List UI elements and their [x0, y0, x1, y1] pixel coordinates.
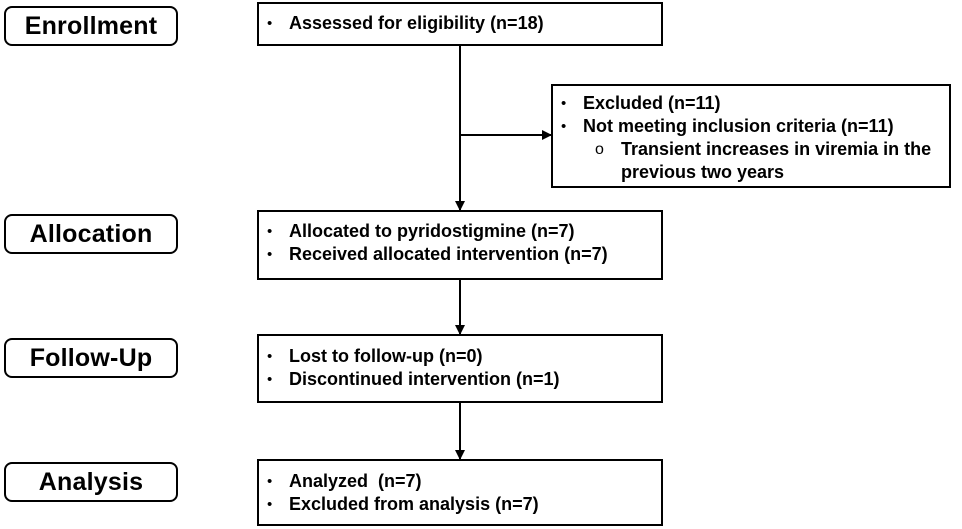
excluded-box: Excluded (n=11) Not meeting inclusion cr…	[551, 84, 951, 188]
allocation-box: Allocated to pyridostigmine (n=7) Receiv…	[257, 210, 663, 280]
excluded-sub-item: Transient increases in viremia in the pr…	[553, 138, 949, 184]
excluded-item: Excluded (n=11)	[553, 92, 949, 115]
enrollment-item: Assessed for eligibility (n=18)	[259, 12, 661, 35]
follow-up-box: Lost to follow-up (n=0) Discontinued int…	[257, 334, 663, 403]
stage-label-analysis: Analysis	[4, 462, 178, 502]
analysis-item: Analyzed (n=7)	[259, 470, 661, 493]
analysis-item: Excluded from analysis (n=7)	[259, 493, 661, 516]
analysis-box: Analyzed (n=7) Excluded from analysis (n…	[257, 459, 663, 526]
follow-up-item: Lost to follow-up (n=0)	[259, 345, 661, 368]
stage-label-allocation: Allocation	[4, 214, 178, 254]
enrollment-box: Assessed for eligibility (n=18)	[257, 2, 663, 46]
stage-label-follow-up: Follow-Up	[4, 338, 178, 378]
allocation-item: Allocated to pyridostigmine (n=7)	[259, 220, 661, 243]
stage-label-enrollment: Enrollment	[4, 6, 178, 46]
follow-up-item: Discontinued intervention (n=1)	[259, 368, 661, 391]
excluded-item: Not meeting inclusion criteria (n=11)	[553, 115, 949, 138]
allocation-item: Received allocated intervention (n=7)	[259, 243, 661, 266]
